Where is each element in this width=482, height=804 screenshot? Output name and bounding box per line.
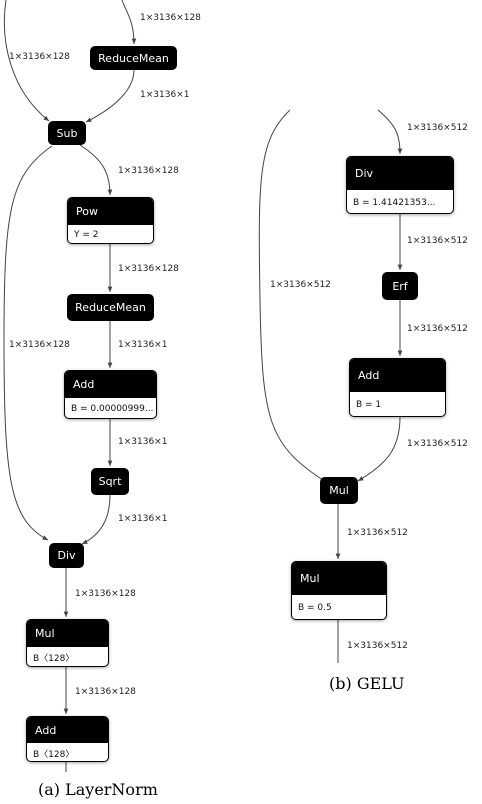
edge-gelu-input-div — [377, 109, 403, 155]
edge-label: 1×3136×128 — [140, 13, 201, 23]
node-sqrt[interactable]: Sqrt — [91, 468, 129, 495]
node-sub[interactable]: Sub — [48, 121, 86, 145]
edge-label: 1×3136×1 — [118, 437, 168, 447]
node-mul-op: Mul — [27, 620, 108, 647]
edge-label: 1×3136×512 — [347, 528, 408, 538]
edge-label: 1×3136×512 — [270, 280, 331, 290]
edge-label: 1×3136×1 — [140, 90, 190, 100]
node-add-2-op: Add — [27, 717, 108, 743]
edge-label: 1×3136×128 — [75, 687, 136, 697]
node-add-2[interactable]: Add B〈128〉 — [26, 716, 109, 762]
node-add-op: Add — [65, 371, 156, 398]
node-gelu-add-op: Add — [350, 359, 445, 392]
edge-sub-pow — [79, 144, 113, 196]
edge-input-sub — [3, 0, 50, 122]
edge-input-reducemean1 — [121, 0, 137, 45]
node-mul[interactable]: Mul B〈128〉 — [26, 619, 109, 667]
node-add-2-attr: B〈128〉 — [33, 749, 75, 760]
caption-gelu: (b) GELU — [329, 674, 405, 693]
node-mul-attr: B〈128〉 — [33, 654, 75, 664]
edge-gelu-add-mul — [357, 416, 401, 482]
node-add[interactable]: Add B = 0.00000999... — [64, 370, 157, 419]
edge-label: 1×3136×128 — [75, 589, 136, 599]
node-gelu-mul-2[interactable]: Mul B = 0.5 — [291, 561, 387, 620]
edge-label: 1×3136×512 — [407, 123, 468, 133]
node-gelu-mul-2-attr: B = 0.5 — [298, 603, 332, 613]
node-pow-op: Pow — [68, 198, 153, 225]
edge-label: 1×3136×512 — [407, 324, 468, 334]
node-gelu-div[interactable]: Div B = 1.41421353... — [346, 156, 454, 214]
edge-label: 1×3136×128 — [9, 340, 70, 350]
edge-reducemean1-sub — [85, 69, 135, 123]
node-gelu-add-attr: B = 1 — [356, 400, 382, 410]
node-gelu-erf[interactable]: Erf — [382, 272, 418, 300]
edge-label: 1×3136×1 — [118, 340, 168, 350]
node-gelu-div-op: Div — [347, 157, 453, 190]
edge-label: 1×3136×512 — [407, 439, 468, 449]
edge-label: 1×3136×512 — [407, 236, 468, 246]
edge-label: 1×3136×128 — [118, 264, 179, 274]
node-gelu-add[interactable]: Add B = 1 — [349, 358, 446, 417]
edge-label: 1×3136×128 — [118, 166, 179, 176]
edge-sqrt-div — [81, 494, 111, 545]
edge-label: 1×3136×128 — [9, 52, 70, 62]
edge-sub-div-bypass — [3, 145, 53, 541]
node-gelu-mul-1[interactable]: Mul — [320, 477, 358, 504]
node-gelu-div-attr: B = 1.41421353... — [353, 197, 436, 208]
node-gelu-mul-2-op: Mul — [292, 562, 386, 595]
edge-label: 1×3136×1 — [118, 514, 168, 524]
node-div[interactable]: Div — [49, 543, 84, 568]
edge-gelu-input-mul-bypass — [258, 109, 327, 483]
caption-layernorm: (a) LayerNorm — [38, 780, 158, 799]
node-reducemean-1[interactable]: ReduceMean — [90, 46, 177, 70]
node-reducemean-2[interactable]: ReduceMean — [67, 294, 154, 321]
node-add-attr: B = 0.00000999... — [71, 404, 154, 414]
node-pow[interactable]: Pow Y = 2 — [67, 197, 154, 244]
edge-label: 1×3136×512 — [347, 641, 408, 651]
node-pow-attr: Y = 2 — [74, 230, 99, 240]
